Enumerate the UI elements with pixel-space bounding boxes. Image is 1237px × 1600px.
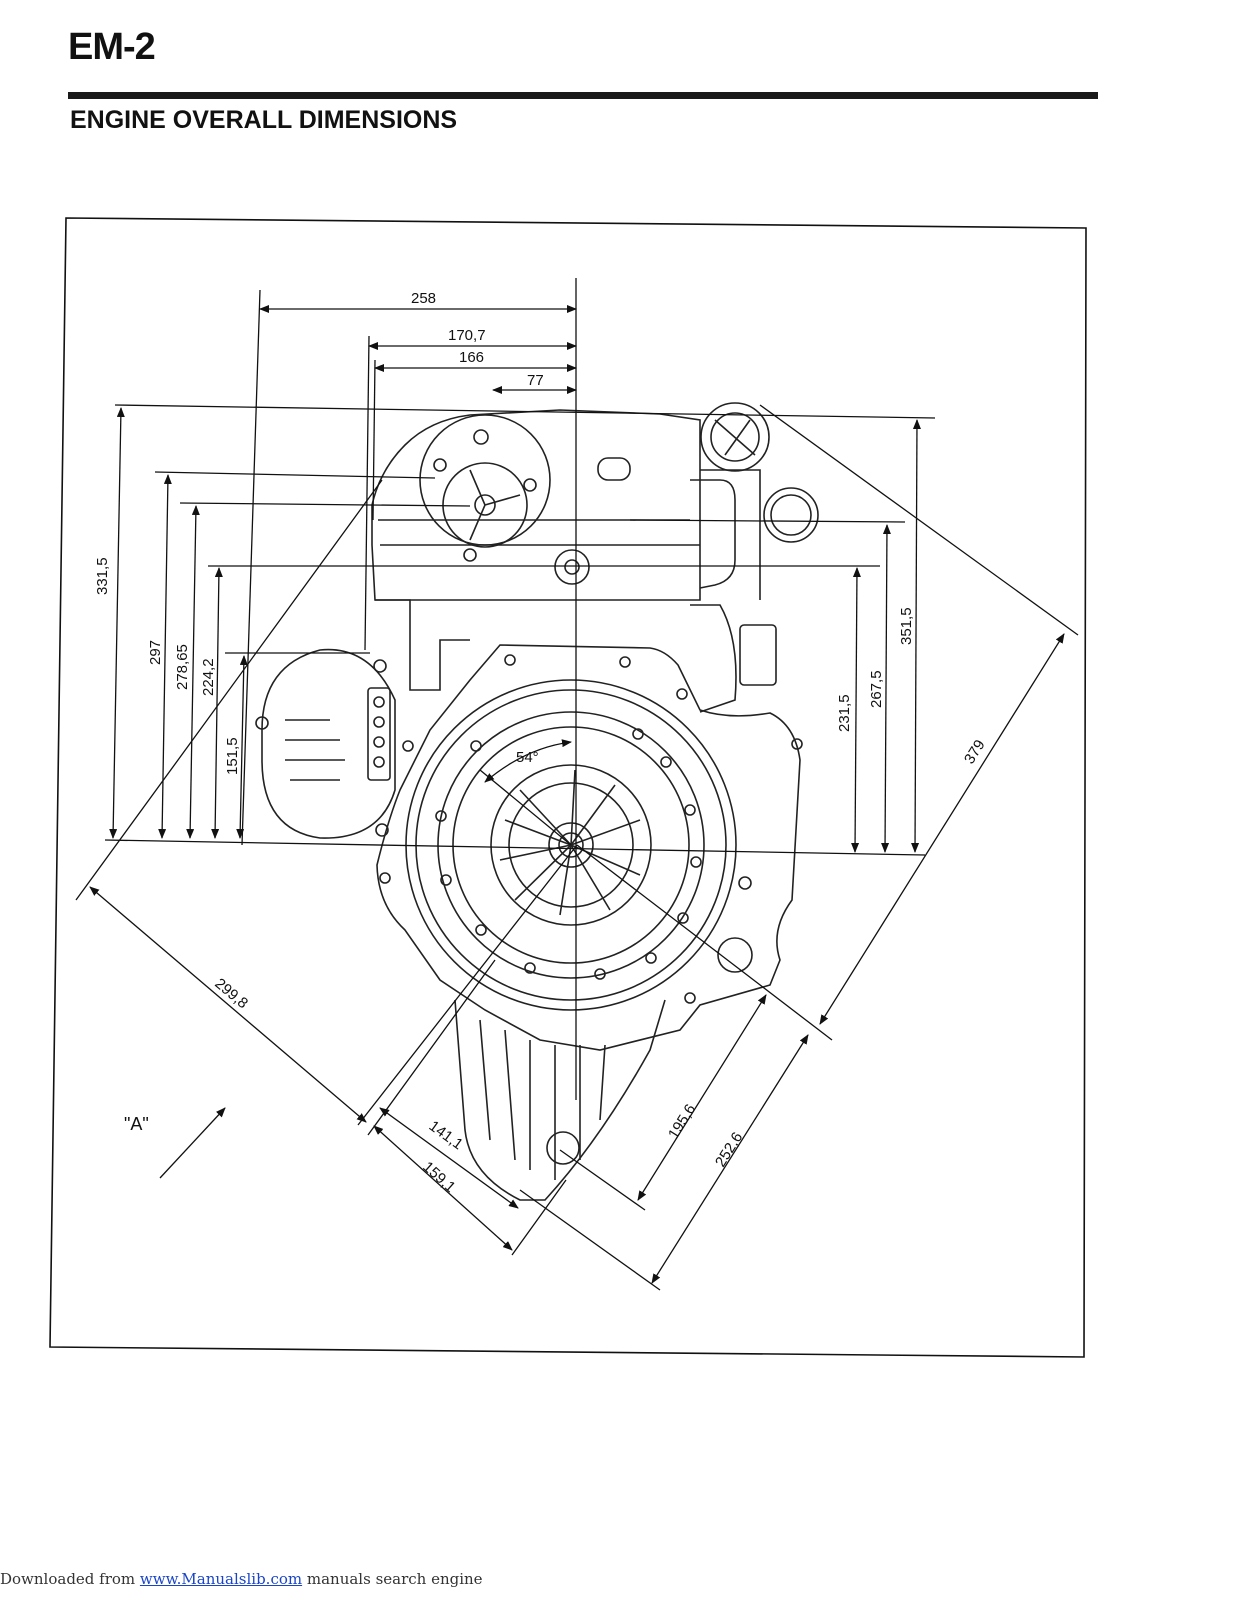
header-rule xyxy=(68,92,1098,99)
dim-166: 166 xyxy=(459,349,484,366)
dim-252-6: 252,6 xyxy=(712,1129,746,1170)
dim-141-1: 141,1 xyxy=(426,1117,466,1153)
dim-351-5: 351,5 xyxy=(898,607,915,645)
dim-195-6: 195,6 xyxy=(665,1101,699,1142)
footer-prefix: Downloaded from xyxy=(0,1570,140,1588)
view-label: "A" xyxy=(124,1114,149,1134)
footer-suffix: manuals search engine xyxy=(302,1570,483,1588)
dimension-labels: 258 170,7 166 77 331,5 297 278,65 224,2 … xyxy=(94,290,989,1196)
page-title: ENGINE OVERALL DIMENSIONS xyxy=(70,106,458,134)
dim-231-5: 231,5 xyxy=(836,694,853,732)
footer: Downloaded from www.Manualslib.com manua… xyxy=(0,1570,483,1588)
dim-379: 379 xyxy=(961,737,989,767)
dim-159-1: 159,1 xyxy=(419,1158,458,1196)
dim-170-7: 170,7 xyxy=(448,327,486,344)
dim-151-5: 151,5 xyxy=(224,737,241,775)
dim-77: 77 xyxy=(527,372,544,389)
dimension-lines xyxy=(75,278,1079,1291)
figure-frame xyxy=(49,217,1087,1358)
footer-link[interactable]: www.Manualslib.com xyxy=(139,1570,303,1588)
dim-278-65: 278,65 xyxy=(174,644,191,690)
dim-267-5: 267,5 xyxy=(868,670,885,708)
dim-297: 297 xyxy=(147,640,164,665)
dim-224-2: 224,2 xyxy=(200,658,217,696)
dim-258: 258 xyxy=(411,290,436,307)
angle-label: 54° xyxy=(516,749,539,766)
page-code: EM-2 xyxy=(68,26,156,68)
engine-outline xyxy=(255,402,819,1201)
dim-331-5: 331,5 xyxy=(94,557,111,595)
